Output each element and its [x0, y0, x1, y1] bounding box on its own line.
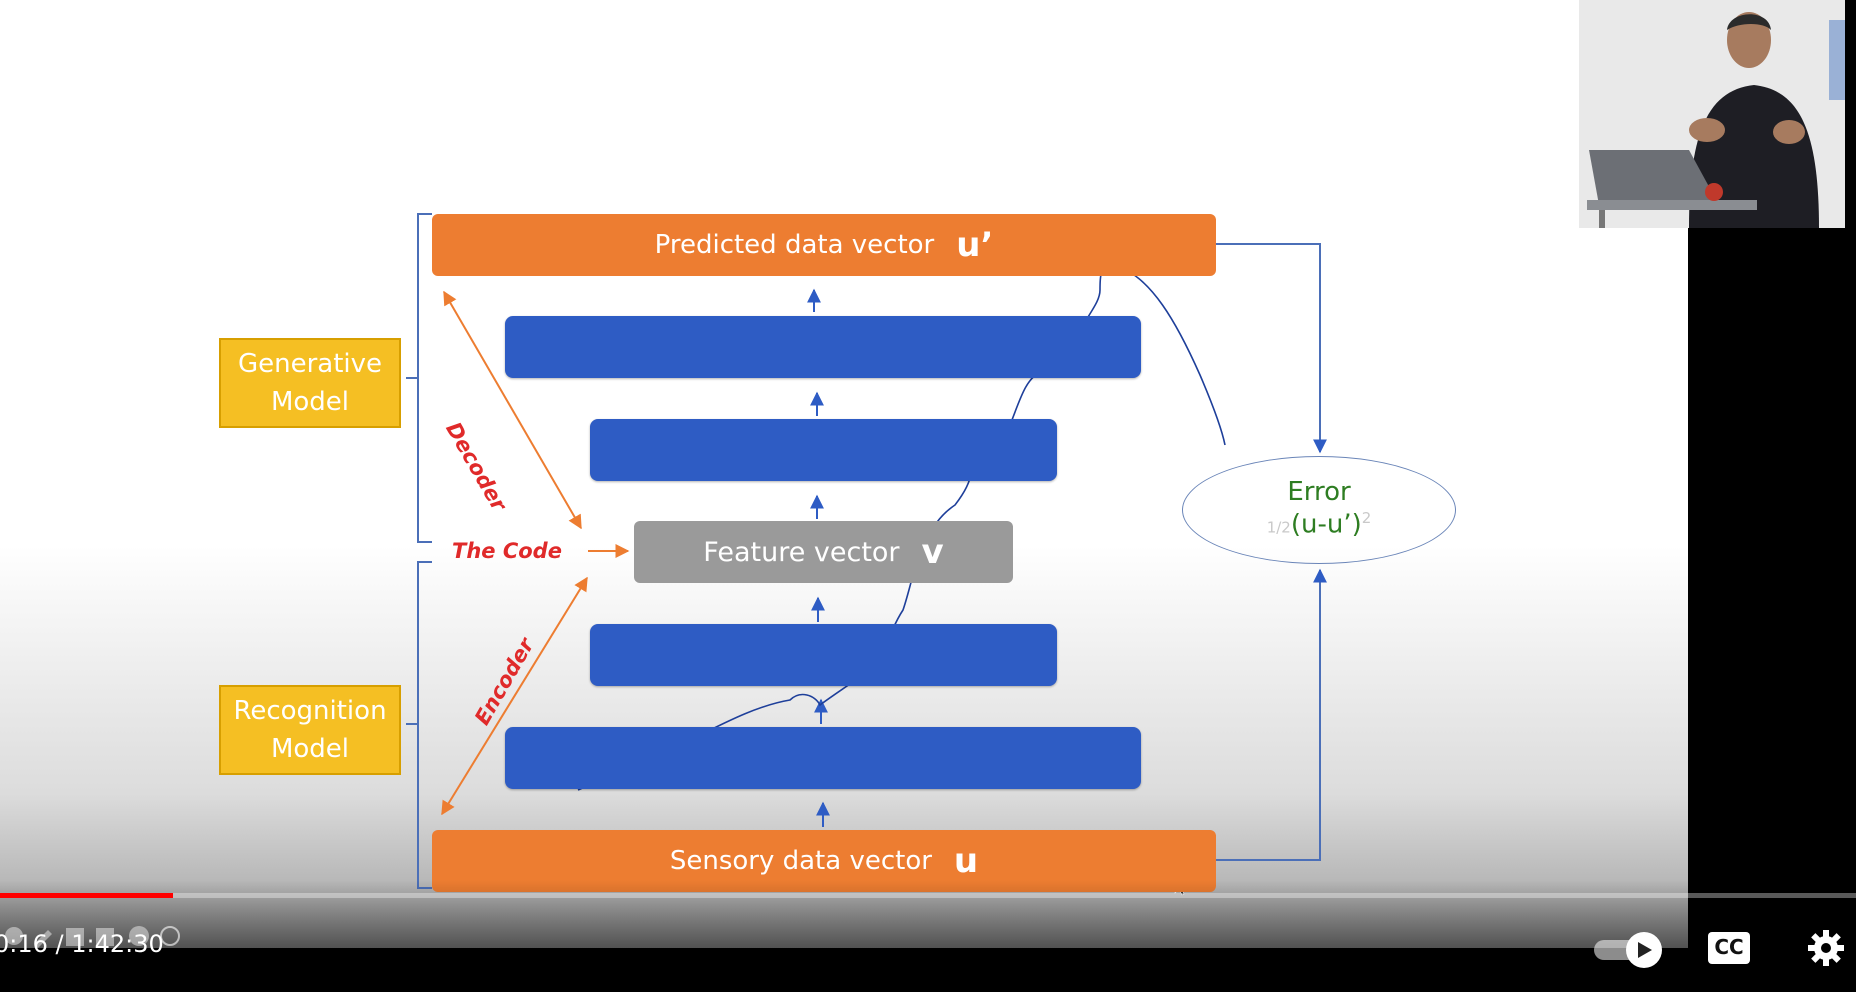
generative-model-line2: Model [270, 387, 350, 417]
gear-icon [1808, 930, 1844, 966]
generative-model-box: Generative Model [219, 338, 401, 428]
cc-label: CC [1714, 935, 1744, 959]
recognition-model-line1: Recognition [233, 696, 387, 726]
settings-button[interactable] [1806, 928, 1846, 968]
recognition-model-box: Recognition Model [219, 685, 401, 775]
predicted-data-vector-label: Predicted data vector [654, 230, 935, 260]
error-ellipse: Error 1/2(u-u’)2 [1182, 456, 1456, 564]
error-exponent: 2 [1361, 509, 1372, 527]
annotation-toolbar[interactable] [0, 922, 180, 952]
feature-vector-symbol: v [921, 532, 944, 572]
generative-model-line1: Generative [237, 349, 383, 379]
hidden-layer-2 [590, 624, 1057, 686]
predicted-data-vector-symbol: u’ [956, 225, 994, 265]
error-formula: 1/2(u-u’)2 [1183, 509, 1455, 540]
recognition-model-line2: Model [270, 734, 350, 764]
slide: Predicted data vector u’ Feature vector … [0, 0, 1688, 992]
time-total: 1:42:30 [71, 930, 164, 958]
time-display: 0:16 / 1:42:30 [0, 930, 164, 958]
error-formula-body: (u-u’) [1290, 509, 1362, 540]
next-tool-icon [160, 926, 180, 946]
error-fraction: 1/2 [1266, 518, 1291, 537]
error-title: Error [1287, 477, 1351, 507]
generative-bracket [406, 213, 432, 543]
autoplay-toggle-icon [1594, 932, 1662, 968]
recognition-bracket [406, 561, 432, 889]
webcam-overlay [1579, 0, 1845, 228]
sensory-data-vector-label: Sensory data vector [669, 846, 932, 876]
progress-bar[interactable] [0, 893, 1856, 898]
time-separator: / [55, 930, 64, 958]
hidden-layer-3 [590, 419, 1057, 481]
player-bottom-bar [0, 948, 1856, 992]
dot-tool-icon [129, 926, 149, 946]
sensory-data-vector-symbol: u [953, 841, 979, 881]
square-tool-icon [66, 928, 84, 946]
diagram-lines [406, 213, 1327, 896]
predicted-data-vector-box: Predicted data vector u’ [432, 214, 1216, 276]
feature-vector-box: Feature vector v [634, 521, 1013, 583]
feature-vector-label: Feature vector [703, 536, 900, 568]
autoplay-toggle[interactable] [1594, 932, 1666, 968]
the-code-label: The Code [452, 539, 562, 563]
time-current: 0:16 [0, 930, 48, 958]
hidden-layer-4 [505, 316, 1141, 378]
hidden-layer-1 [505, 727, 1141, 789]
tool-circle-icon [5, 927, 23, 945]
presenter-video [1579, 0, 1845, 228]
box-tool-icon [96, 928, 114, 946]
pen-icon [34, 930, 52, 948]
progress-bar-played [0, 893, 173, 898]
cc-button[interactable]: CC [1707, 930, 1751, 966]
cc-icon [1708, 932, 1750, 964]
